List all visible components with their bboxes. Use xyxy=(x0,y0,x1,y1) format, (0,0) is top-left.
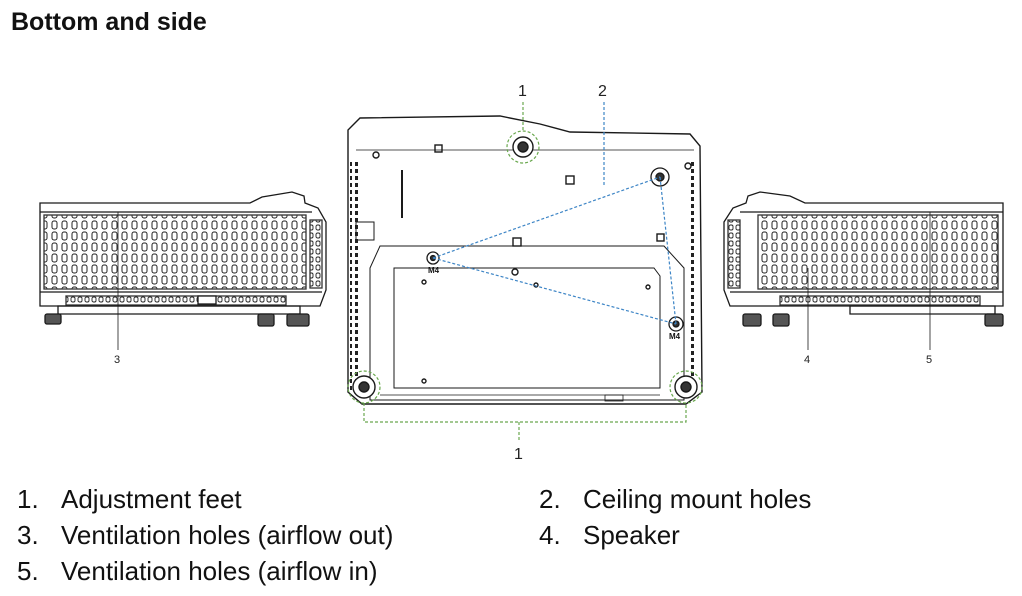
callout-5: 5 xyxy=(926,354,932,366)
right-foot-icon xyxy=(984,313,1004,327)
left-side-view xyxy=(39,191,327,350)
right-foot-icon xyxy=(772,313,790,327)
callout-4: 4 xyxy=(804,354,810,366)
left-foot-icon xyxy=(257,313,275,327)
callout-1-bottom: 1 xyxy=(514,446,523,463)
left-foot-icon xyxy=(44,313,62,325)
foot-leader-lines xyxy=(347,102,703,440)
right-side-view xyxy=(723,191,1004,350)
mount-label: M4 xyxy=(428,266,440,275)
mount-label: M4 xyxy=(669,332,681,341)
legend-item-3: 3.Ventilation holes (airflow out) xyxy=(17,520,394,550)
legend-item-1: 1.Adjustment feet xyxy=(17,484,242,514)
bottom-view xyxy=(347,115,703,405)
callout-1-top: 1 xyxy=(518,83,527,100)
page-title: Bottom and side xyxy=(11,8,207,36)
left-foot-icon xyxy=(286,313,310,327)
adjustment-feet xyxy=(352,136,698,399)
legend-item-2: 2.Ceiling mount holes xyxy=(539,484,812,514)
callout-2: 2 xyxy=(598,83,607,100)
mount-leader-lines xyxy=(432,102,677,325)
projector-diagram: 3 M4 M4 xyxy=(39,83,1004,463)
legend-item-5: 5.Ventilation holes (airflow in) xyxy=(17,556,378,586)
legend-item-4: 4.Speaker xyxy=(539,520,680,550)
callout-3: 3 xyxy=(114,354,120,366)
right-foot-icon xyxy=(742,313,762,327)
